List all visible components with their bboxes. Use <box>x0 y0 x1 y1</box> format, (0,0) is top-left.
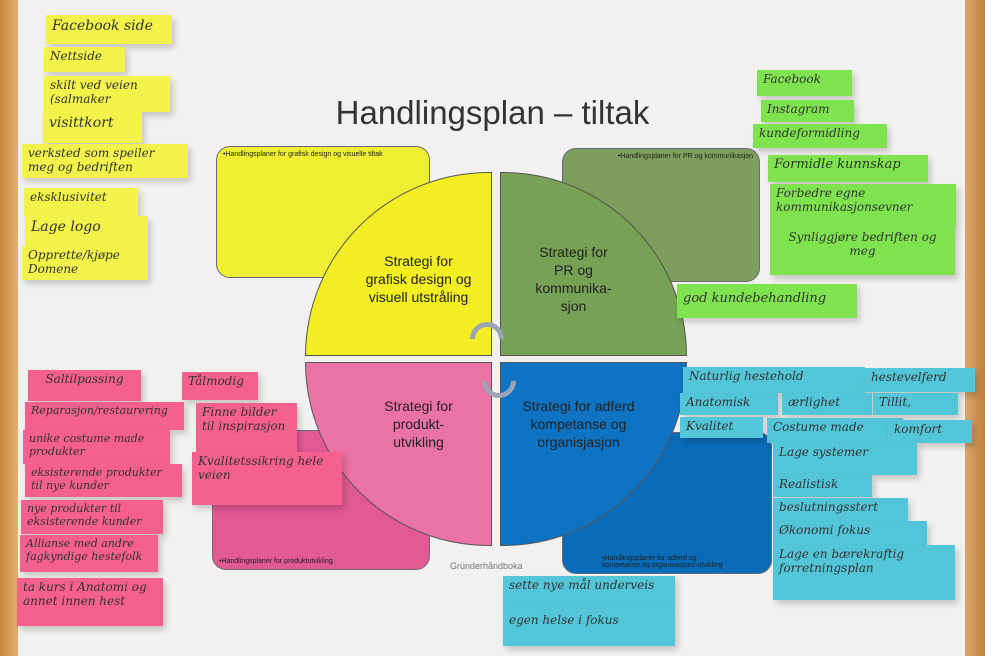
quadrant-produkt-label: Strategi for produkt-utvikling <box>384 397 453 451</box>
sticky-note: Anatomisk <box>680 393 778 415</box>
sticky-note: Facebook <box>757 70 852 96</box>
sticky-note: ærlighet <box>782 393 872 415</box>
sticky-note: eksisterende produkter til nye kunder <box>25 464 182 497</box>
sticky-note: Lage en bærekraftig forretningsplan <box>773 545 955 600</box>
sticky-note: Forbedre egne kommunikasjonsevner <box>770 184 956 228</box>
sticky-note: kundeformidling <box>753 124 887 148</box>
sticky-note: Saltilpassing <box>28 370 141 401</box>
sticky-note: Instagram <box>761 100 854 122</box>
sticky-note: Nettside <box>44 47 125 72</box>
sticky-note: beslutningsstert <box>773 498 908 521</box>
sticky-note: nye produkter til eksisterende kunder <box>21 500 163 534</box>
table-edge-right <box>965 0 985 656</box>
sticky-note: sette nye mål underveis <box>503 576 675 606</box>
sticky-note: unike costume made produkter <box>23 430 170 464</box>
quadrant-grafisk-label: Strategi for grafisk design og visuell u… <box>365 252 472 306</box>
sticky-note: Reparasjon/restaurering <box>25 402 184 430</box>
sticky-note: Synliggjøre bedriften og meg <box>770 228 955 275</box>
sticky-note: hestevelferd <box>865 368 975 392</box>
sticky-note: Tålmodig <box>182 372 258 400</box>
sticky-note: egen helse i fokus <box>503 606 675 646</box>
sticky-note: eksklusivitet <box>24 188 138 216</box>
sticky-note: ta kurs i Anatomi og annet innen hest <box>17 578 163 626</box>
poster-title: Handlingsplan – tiltak <box>335 94 650 131</box>
sticky-note: Facebook side <box>46 15 172 44</box>
sticky-note: Costume made <box>767 418 903 443</box>
sticky-note: god kundebehandling <box>677 284 857 318</box>
sticky-note: Realistisk <box>773 475 872 497</box>
quadrant-pr-label: Strategi for PR og kommunika-sjon <box>535 243 612 315</box>
box-produkt-text: •Handlingsplaner for produktutvikling <box>219 558 333 565</box>
box-adferd-text: •Handlingsplaner for adferd og kompetans… <box>602 555 723 569</box>
sticky-note: Kvalitetssikring hele veien <box>192 452 342 505</box>
sticky-note: Opprette/kjøpe Domene <box>22 246 148 280</box>
sticky-note: visittkort <box>43 112 142 143</box>
sticky-note: skilt ved veien (salmaker <box>44 76 170 112</box>
sticky-note: Økonomi fokus <box>773 521 927 545</box>
sticky-note: komfort <box>888 420 972 443</box>
sticky-note: Finne bilder til inspirasjon <box>196 403 297 452</box>
sticky-note: Lage systemer <box>773 443 917 475</box>
table-edge-left <box>0 0 18 656</box>
sticky-note: Kvalitet <box>680 417 763 438</box>
sticky-note: Lage logo <box>25 216 148 246</box>
quadrant-adferd-label: Strategi for adferd kompetanse og organi… <box>522 397 635 451</box>
sticky-note: Formidle kunnskap <box>768 155 928 182</box>
sticky-note: Allianse med andre fagkyndige hestefolk <box>20 535 158 572</box>
credit-text: Gründerhåndboka <box>450 561 523 571</box>
sticky-note: Naturlig hestehold <box>683 367 865 393</box>
sticky-note: verksted som speiler meg og bedriften <box>22 144 188 178</box>
sticky-note: Tillit, <box>873 393 958 415</box>
